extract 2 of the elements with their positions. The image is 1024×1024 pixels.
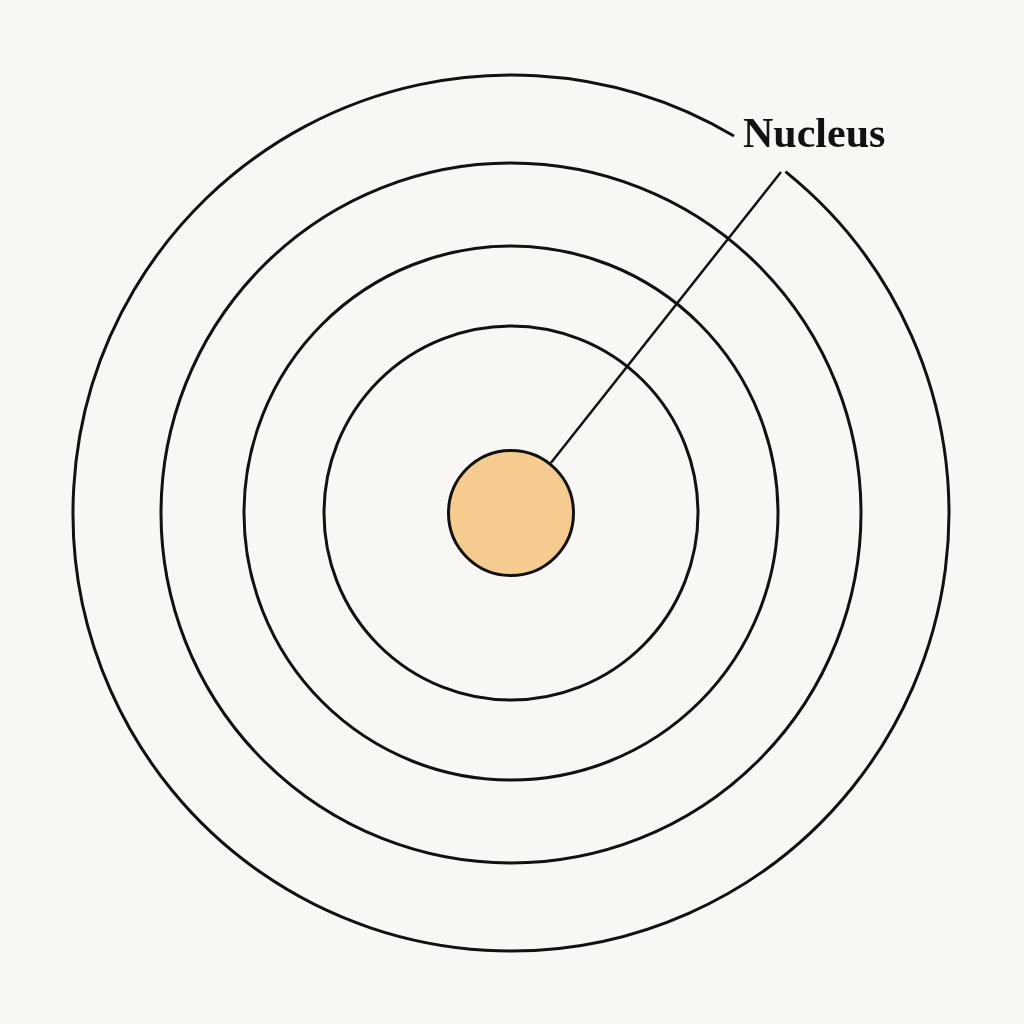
- leader-line: [549, 171, 782, 464]
- nucleus-label: Nucleus: [743, 112, 886, 154]
